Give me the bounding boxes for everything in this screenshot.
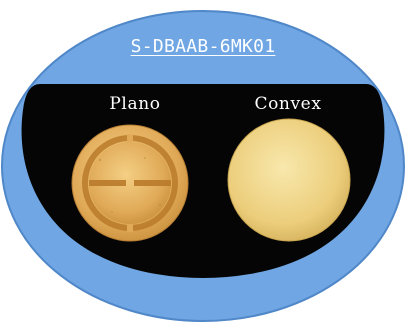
plano-label: Plano xyxy=(109,94,161,114)
convex-lens xyxy=(227,118,351,242)
convex-label: Convex xyxy=(254,94,322,114)
plano-lens xyxy=(71,124,189,242)
product-title: S-DBAAB-6MK01 xyxy=(130,36,276,57)
